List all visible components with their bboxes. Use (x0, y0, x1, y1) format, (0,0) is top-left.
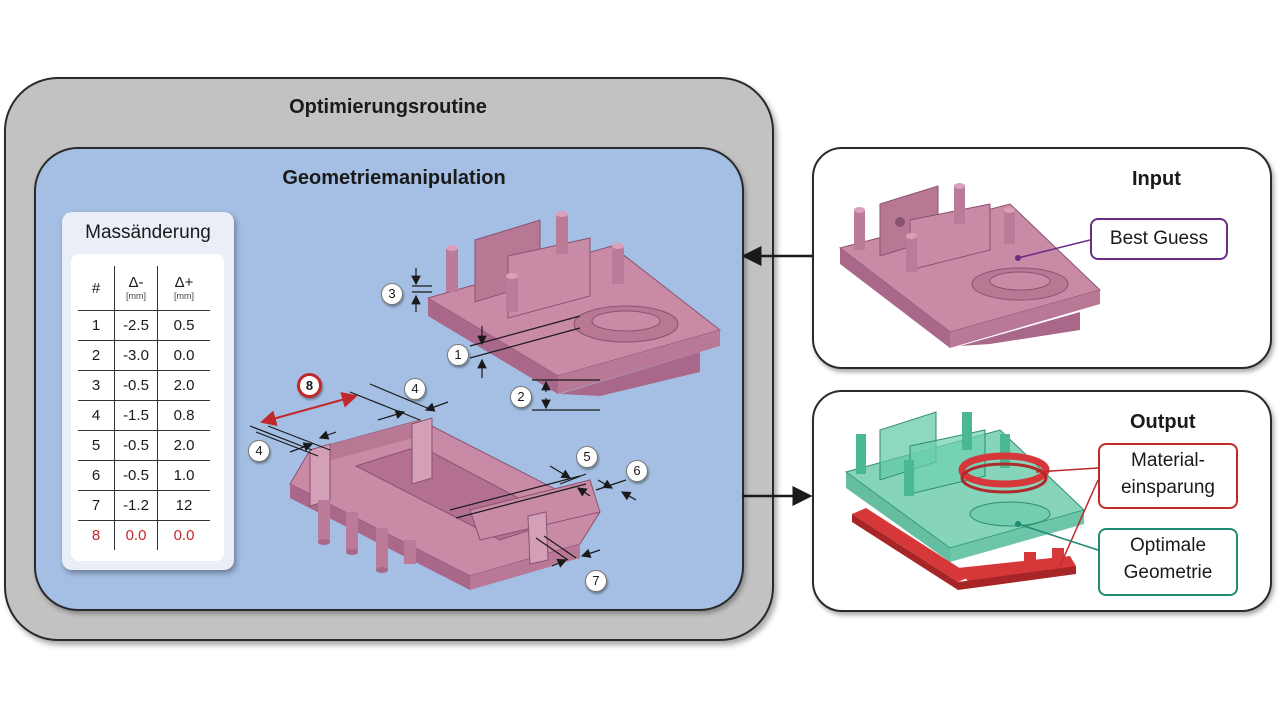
dimension-marker-5: 5 (576, 446, 598, 468)
row-minus: 0.0 (114, 520, 158, 550)
material-saving-tag: Material- einsparung (1098, 443, 1238, 509)
header-minus-symbol: Δ- (128, 274, 144, 291)
row-minus: -1.2 (114, 490, 158, 521)
dimension-marker-8: 8 (297, 373, 322, 398)
dimension-8-arrow (260, 392, 358, 426)
row-id: 6 (78, 460, 115, 491)
row-id: 2 (78, 340, 115, 371)
dimension-lines-top (411, 268, 600, 411)
base-part-bottom (289, 417, 601, 590)
optimal-geometry-line2: Geometrie (1123, 562, 1213, 583)
row-minus: -0.5 (114, 430, 158, 461)
output-leaders (1015, 467, 1099, 567)
row-minus: -2.5 (114, 310, 158, 341)
material-saving-line1: Material- (1131, 450, 1205, 471)
best-guess-tag: Best Guess (1090, 218, 1228, 260)
output-title: Output (1130, 411, 1196, 433)
row-id: 7 (78, 490, 115, 521)
dimension-marker-4-top: 4 (404, 378, 426, 400)
dimension-marker-4-left: 4 (248, 440, 270, 462)
row-plus: 2.0 (157, 370, 210, 401)
dimension-marker-7: 7 (585, 570, 607, 592)
row-plus: 12 (157, 490, 210, 521)
row-id: 4 (78, 400, 115, 431)
dimension-lines-bottom (249, 383, 637, 568)
dimension-change-title: Massänderung (85, 222, 211, 243)
row-plus: 0.5 (157, 310, 210, 341)
row-plus: 2.0 (157, 430, 210, 461)
optimal-geometry-tag: Optimale Geometrie (1098, 528, 1238, 596)
dimension-marker-1: 1 (447, 344, 469, 366)
header-minus-unit: [mm] (126, 291, 146, 301)
row-id: 5 (78, 430, 115, 461)
input-part (838, 183, 1101, 348)
row-plus: 0.8 (157, 400, 210, 431)
optimal-geometry-line1: Optimale (1129, 535, 1207, 556)
row-plus: 0.0 (157, 520, 210, 550)
row-minus: -0.5 (114, 370, 158, 401)
header-index: # (78, 266, 115, 311)
input-title: Input (1132, 168, 1181, 190)
material-saving-line2: einsparung (1120, 477, 1216, 498)
row-minus: -0.5 (114, 460, 158, 491)
header-minus: Δ- [mm] (114, 266, 158, 311)
row-id: 3 (78, 370, 115, 401)
geometry-manipulation-title: Geometriemanipulation (282, 167, 506, 189)
output-part (844, 411, 1085, 590)
row-id: 1 (78, 310, 115, 341)
best-guess-leader (1015, 239, 1091, 261)
row-minus: -3.0 (114, 340, 158, 371)
header-plus: Δ+ [mm] (158, 266, 211, 311)
dimension-marker-2: 2 (510, 386, 532, 408)
base-part-top (426, 211, 722, 396)
row-plus: 0.0 (157, 340, 210, 371)
dimension-marker-3: 3 (381, 283, 403, 305)
row-minus: -1.5 (114, 400, 158, 431)
dimension-marker-6: 6 (626, 460, 648, 482)
row-plus: 1.0 (157, 460, 210, 491)
row-id: 8 (78, 520, 115, 550)
header-plus-symbol: Δ+ (174, 274, 194, 291)
optimization-routine-title: Optimierungsroutine (289, 96, 487, 118)
table-header-row: # Δ- [mm] Δ+ [mm] (78, 266, 210, 311)
header-plus-unit: [mm] (174, 291, 194, 301)
